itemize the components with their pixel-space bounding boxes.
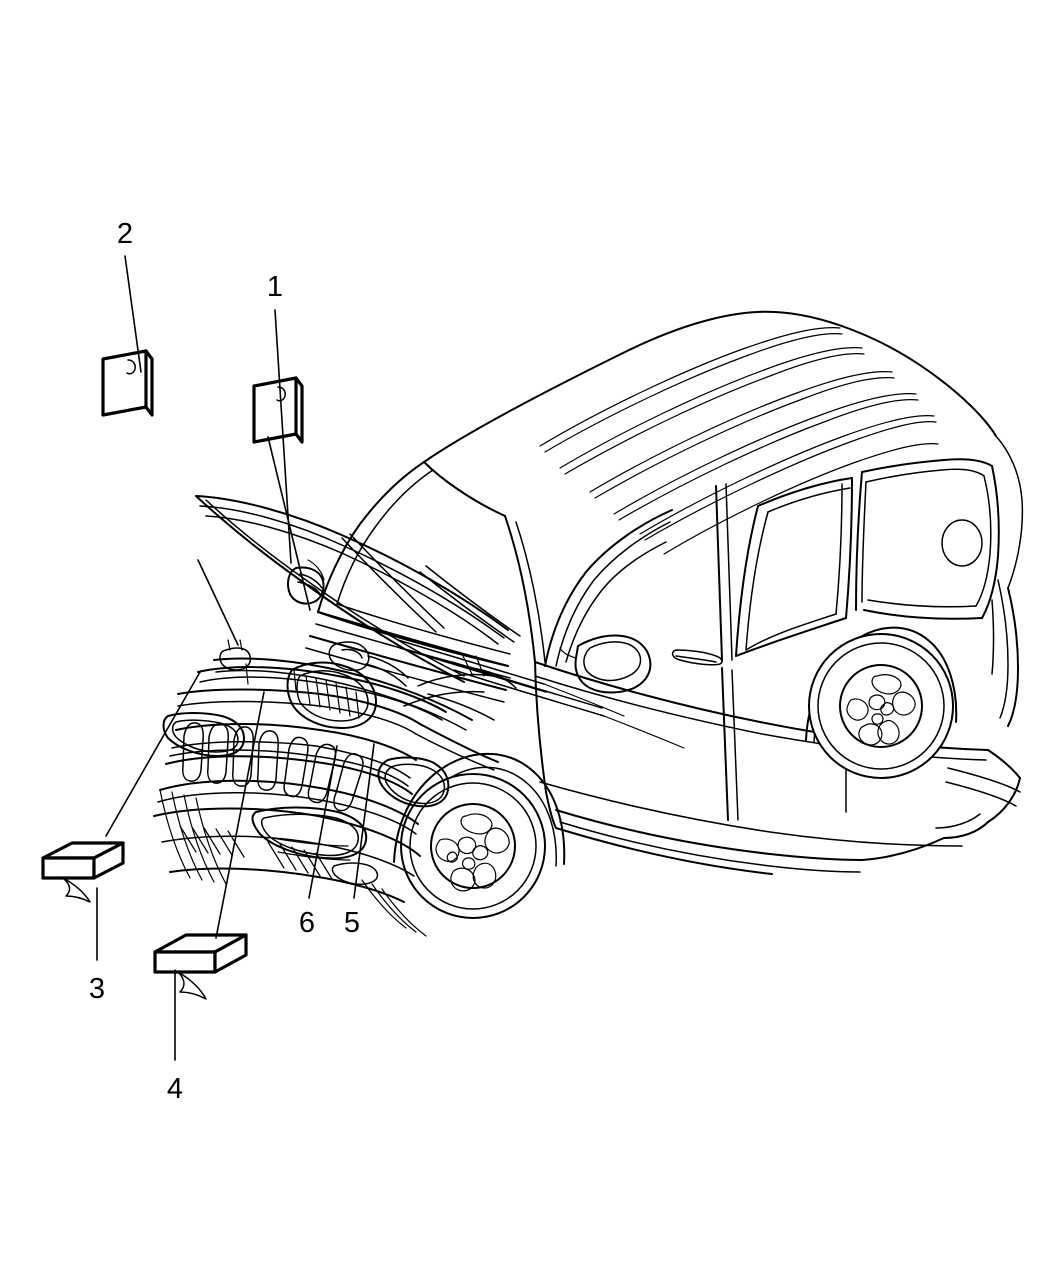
- callout-number-2: 2: [117, 218, 133, 250]
- leader-lines: [96, 255, 375, 1061]
- seven-slot-grille: [182, 722, 364, 812]
- leader-line-2-target: [197, 559, 239, 646]
- callout-numbers: 1 2 3 4 5 6: [89, 218, 360, 1105]
- label-tag-3[interactable]: [41, 841, 125, 903]
- rear-wheel-spokes: [846, 674, 916, 746]
- roof-and-roof-rack: [423, 310, 1024, 589]
- leader-line-2: [124, 255, 142, 373]
- callout-number-4: 4: [167, 1073, 183, 1105]
- valance-hatching: [179, 825, 333, 880]
- callout-number-5: 5: [344, 907, 360, 939]
- leader-line-4-target: [215, 691, 265, 939]
- front-wheel-spokes: [435, 813, 510, 892]
- leader-line-5: [353, 743, 375, 899]
- front-left-corner-lines: [159, 789, 227, 885]
- front-wheel-assembly: [393, 752, 566, 919]
- cowl-and-wipers: [287, 559, 685, 749]
- door-handles: [671, 649, 723, 666]
- leader-line-6: [308, 745, 338, 899]
- front-right-tire-shoulder: [361, 879, 427, 937]
- rear-liftgate: [935, 579, 1021, 839]
- raised-hood: [195, 495, 521, 683]
- greenhouse-and-glass: [317, 458, 1000, 667]
- callout-number-1: 1: [267, 271, 283, 303]
- side-mirror: [559, 634, 652, 694]
- callout-number-3: 3: [89, 973, 105, 1005]
- fuel-filler-door: [941, 519, 983, 567]
- vehicle-outline: [153, 310, 1024, 937]
- callout-number-6: 6: [299, 907, 315, 939]
- front-clip: [153, 688, 499, 937]
- leader-line-3-target: [105, 671, 201, 837]
- engine-compartment: [197, 639, 517, 731]
- leader-line-1-target: [267, 436, 311, 611]
- label-tag-1[interactable]: [252, 376, 304, 444]
- rear-wheel-assembly: [805, 626, 958, 779]
- label-tag-4[interactable]: [153, 933, 248, 1000]
- label-tag-2[interactable]: [101, 349, 154, 417]
